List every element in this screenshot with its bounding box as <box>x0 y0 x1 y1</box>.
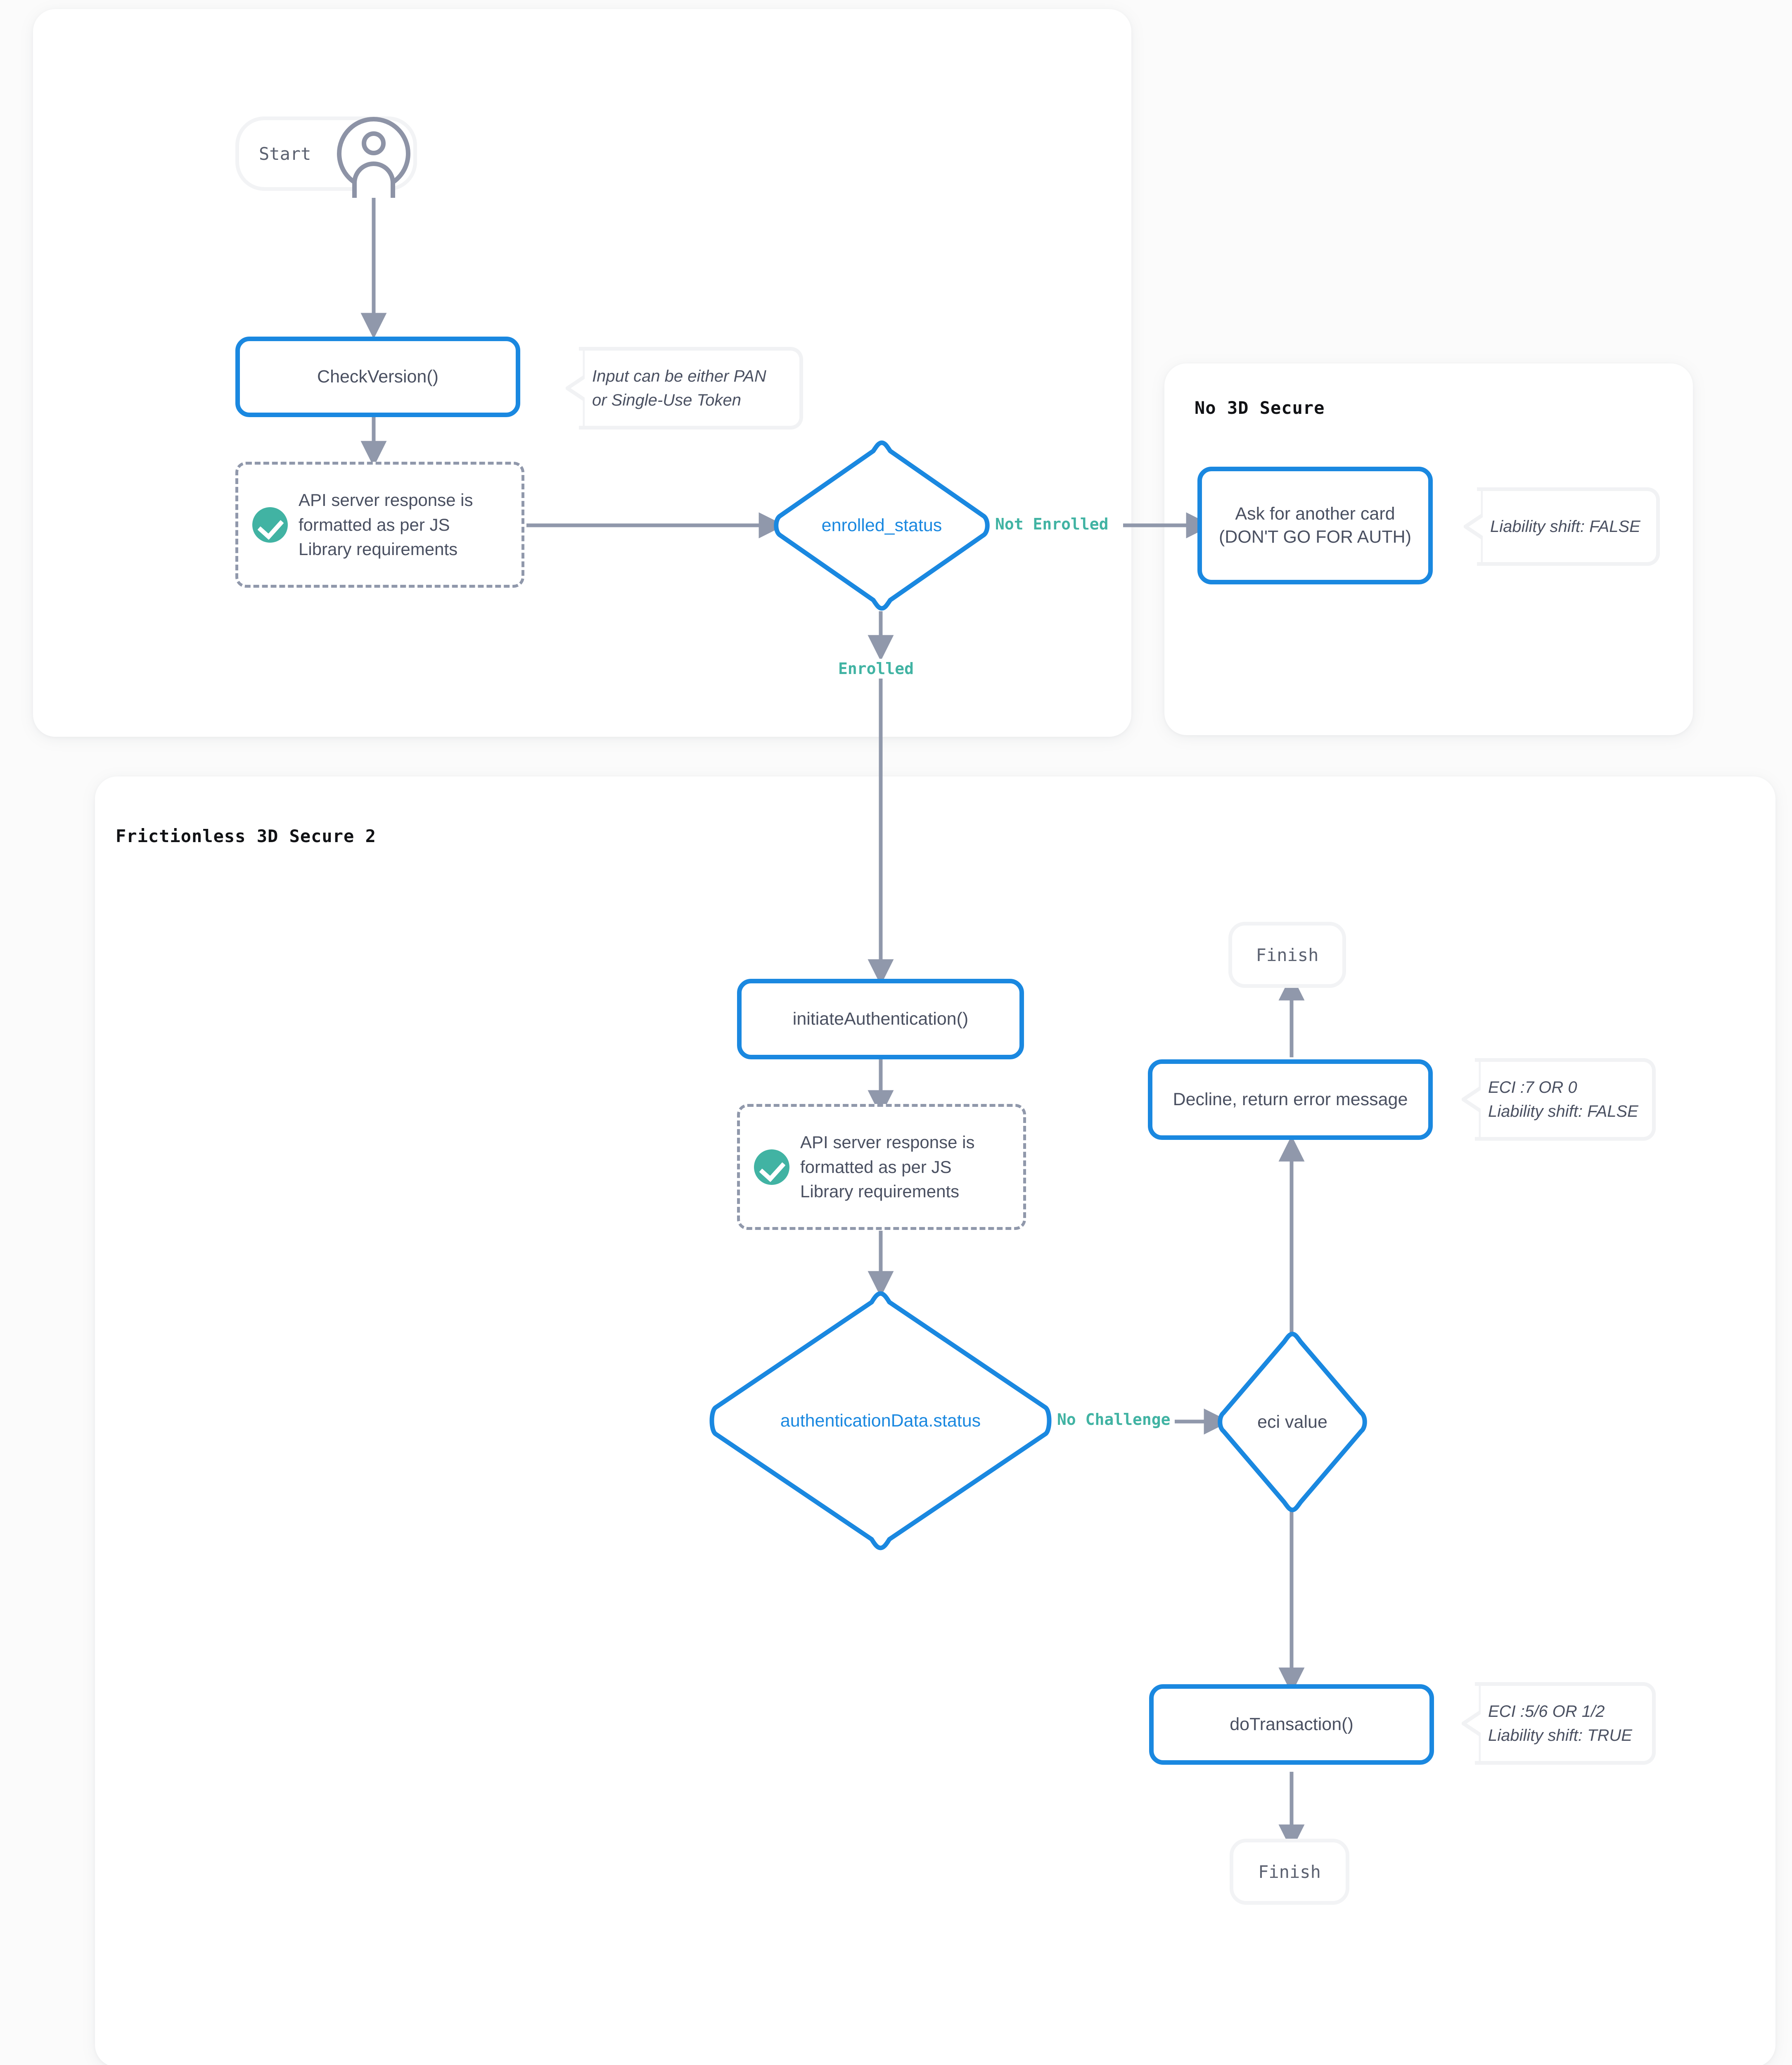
callout-eci-7-0-text: ECI :7 OR 0 Liability shift: FALSE <box>1462 1075 1656 1123</box>
callout-notch-icon <box>566 349 585 427</box>
authentication-data-status-decision[interactable]: authenticationData.status <box>706 1289 1055 1553</box>
callout-body <box>1475 1682 1656 1765</box>
decline-node[interactable]: Decline, return error message <box>1148 1059 1433 1140</box>
note-line: API server response is <box>299 490 473 510</box>
check-version-label: CheckVersion() <box>317 366 439 387</box>
enrolled-status-label: enrolled_status <box>821 515 942 535</box>
edge-label-no-challenge: No Challenge <box>1053 1410 1175 1429</box>
diamond-shape <box>709 1291 1052 1550</box>
diamond-shape <box>774 440 990 611</box>
finish-bottom-node[interactable]: Finish <box>1230 1839 1349 1905</box>
ask-another-card-line: Ask for another card <box>1235 503 1395 524</box>
authentication-data-status-label: authenticationData.status <box>780 1410 981 1431</box>
callout-line: or Single-Use Token <box>592 391 741 409</box>
check-circle-icon <box>754 1149 789 1185</box>
note-line: Library requirements <box>800 1182 960 1201</box>
callout-line: ECI :7 OR 0 <box>1488 1078 1577 1097</box>
decline-label: Decline, return error message <box>1173 1089 1408 1109</box>
note-api-response-2: API server response is formatted as per … <box>737 1104 1026 1230</box>
note-api-response-2-text: API server response is formatted as per … <box>800 1130 975 1204</box>
callout-line: Liability shift: FALSE <box>1488 1102 1638 1120</box>
callout-body <box>1477 487 1660 566</box>
check-version-node[interactable]: CheckVersion() <box>235 337 520 417</box>
check-circle-icon <box>252 507 288 543</box>
callout-body <box>579 347 803 430</box>
eci-value-decision[interactable]: eci value <box>1216 1329 1369 1515</box>
do-transaction-node[interactable]: doTransaction() <box>1149 1684 1434 1765</box>
ask-another-card-node[interactable]: Ask for another card (DON'T GO FOR AUTH) <box>1197 467 1433 584</box>
note-line: formatted as per JS <box>800 1157 952 1177</box>
finish-bottom-label: Finish <box>1258 1861 1321 1882</box>
note-api-response-1: API server response is formatted as per … <box>235 462 524 588</box>
enrolled-status-decision[interactable]: enrolled_status <box>771 438 992 613</box>
callout-eci-7-0: ECI :7 OR 0 Liability shift: FALSE <box>1462 1058 1656 1141</box>
do-transaction-label: doTransaction() <box>1230 1714 1353 1734</box>
edge-label-enrolled: Enrolled <box>834 659 918 679</box>
initiate-authentication-label: initiateAuthentication() <box>792 1009 969 1029</box>
avatar-body <box>352 161 395 198</box>
finish-top-node[interactable]: Finish <box>1228 922 1346 988</box>
user-avatar-icon <box>337 117 410 198</box>
note-line: formatted as per JS <box>299 515 450 534</box>
callout-notch-icon <box>1464 489 1483 564</box>
initiate-authentication-node[interactable]: initiateAuthentication() <box>737 979 1024 1059</box>
eci-value-label: eci value <box>1257 1412 1327 1432</box>
diamond-shape <box>1218 1332 1367 1512</box>
callout-eci-56-12-text: ECI :5/6 OR 1/2 Liability shift: TRUE <box>1462 1699 1656 1747</box>
callout-liability-false-1: Liability shift: FALSE <box>1464 487 1660 566</box>
panel-frictionless-title: Frictionless 3D Secure 2 <box>116 826 376 846</box>
finish-top-label: Finish <box>1256 945 1319 965</box>
callout-body <box>1475 1058 1656 1141</box>
note-line: Library requirements <box>299 539 458 559</box>
callout-line: ECI :5/6 OR 1/2 <box>1488 1702 1605 1721</box>
callout-line: Input can be either PAN <box>592 367 766 385</box>
callout-input-pan-text: Input can be either PAN or Single-Use To… <box>566 364 803 412</box>
panel-no3ds-title: No 3D Secure <box>1195 398 1325 418</box>
callout-liability-false-1-text: Liability shift: FALSE <box>1464 515 1660 539</box>
note-line: API server response is <box>800 1132 975 1152</box>
callout-notch-icon <box>1462 1060 1481 1139</box>
avatar-head <box>362 131 386 155</box>
callout-input-pan: Input can be either PAN or Single-Use To… <box>566 347 803 430</box>
callout-notch-icon <box>1462 1684 1481 1763</box>
callout-line: Liability shift: TRUE <box>1488 1726 1632 1745</box>
callout-eci-56-12: ECI :5/6 OR 1/2 Liability shift: TRUE <box>1462 1682 1656 1765</box>
callout-line: Liability shift: FALSE <box>1490 517 1640 536</box>
note-api-response-1-text: API server response is formatted as per … <box>299 488 473 562</box>
edge-label-not-enrolled: Not Enrolled <box>991 514 1113 534</box>
ask-another-card-line: (DON'T GO FOR AUTH) <box>1218 527 1412 547</box>
start-label: Start <box>259 143 311 164</box>
